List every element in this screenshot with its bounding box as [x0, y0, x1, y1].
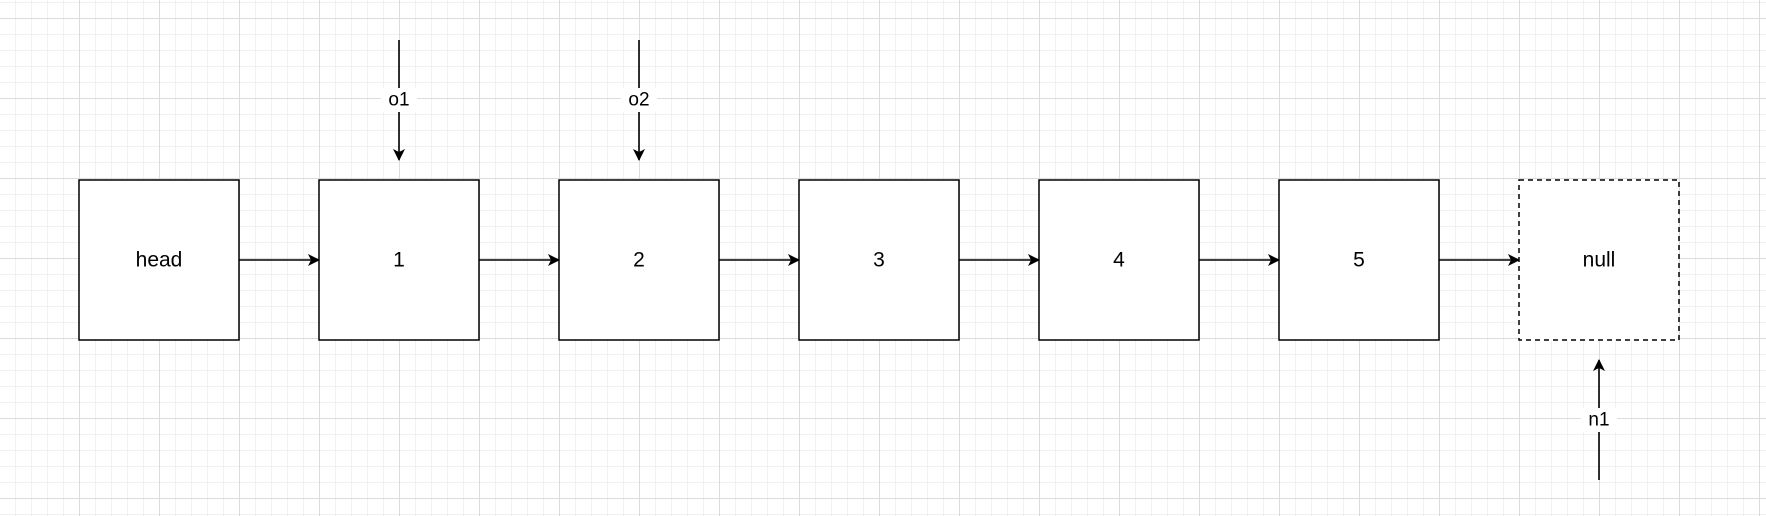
node-head: head — [78, 179, 240, 341]
pointer-label-background — [1581, 408, 1617, 432]
node-box — [1278, 179, 1440, 341]
pointer-label: n1 — [1588, 410, 1609, 431]
node-null: null — [1518, 179, 1680, 341]
pointer-label-background — [381, 88, 417, 112]
node-label: null — [1583, 249, 1616, 272]
pointers-layer: o1 o2 n1 — [381, 40, 1617, 480]
node-label: 1 — [393, 249, 405, 272]
pointer-label: o2 — [628, 90, 649, 111]
node-n2: 2 — [558, 179, 720, 341]
node-label: 2 — [633, 249, 645, 272]
node-box — [78, 179, 240, 341]
pointer-n1: n1 — [1581, 359, 1617, 480]
node-n1: 1 — [318, 179, 480, 341]
node-label: 3 — [873, 249, 885, 272]
pointer-o1: o1 — [381, 40, 417, 161]
pointer-o2: o2 — [621, 40, 657, 161]
node-box — [1038, 179, 1200, 341]
node-box — [798, 179, 960, 341]
node-label: 5 — [1353, 249, 1365, 272]
node-box — [558, 179, 720, 341]
pointer-label-background — [621, 88, 657, 112]
pointer-label: o1 — [388, 90, 409, 111]
node-box — [1518, 179, 1680, 341]
node-box — [318, 179, 480, 341]
nodes-layer: head 1 2 3 4 5 null — [78, 179, 1680, 341]
node-n5: 5 — [1278, 179, 1440, 341]
node-n4: 4 — [1038, 179, 1200, 341]
node-label: head — [136, 249, 183, 272]
node-label: 4 — [1113, 249, 1125, 272]
node-n3: 3 — [798, 179, 960, 341]
